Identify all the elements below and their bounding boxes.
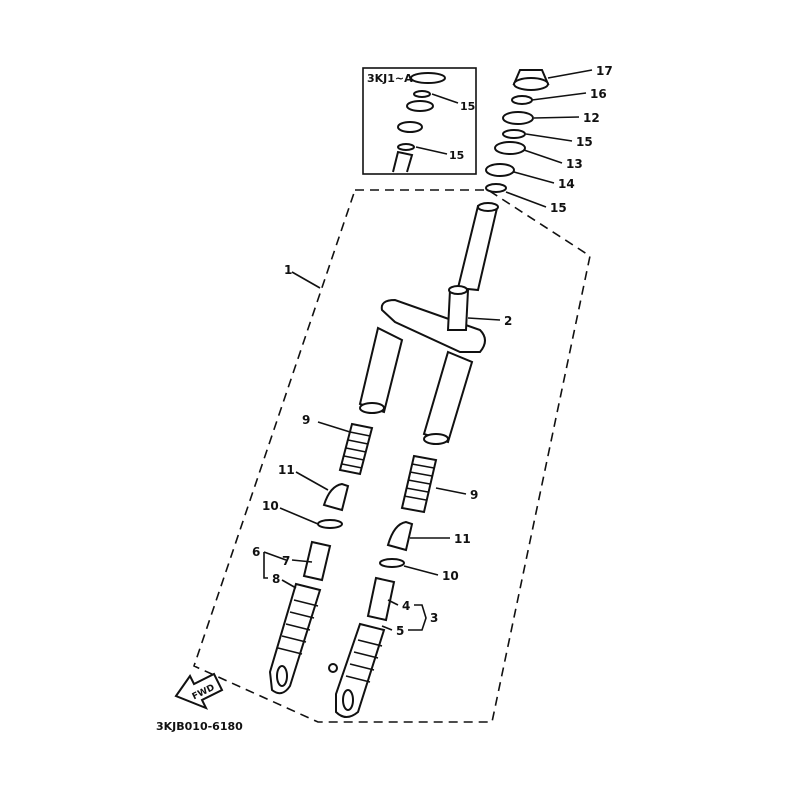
callout-10-right: 10 <box>442 569 459 583</box>
outer-tube-right <box>328 576 396 718</box>
drawing-code: 3KJB010-6180 <box>156 720 243 733</box>
inset-ball-race-lower <box>397 143 415 151</box>
damper-cap-right <box>386 520 414 552</box>
race-lower <box>485 163 515 177</box>
inset-race-lower <box>397 121 423 133</box>
inset-stem-top <box>392 150 414 173</box>
fork-spring-upper <box>338 422 374 476</box>
o-ring-left <box>317 519 343 529</box>
callout-10-left: 10 <box>262 499 279 513</box>
callout-11-left: 11 <box>278 463 295 477</box>
ball-race-lower <box>485 183 507 193</box>
callout-3: 3 <box>430 611 438 625</box>
callout-12: 12 <box>583 111 600 125</box>
callout-4: 4 <box>402 599 410 613</box>
fork-spring-lower <box>400 454 438 514</box>
callout-1: 1 <box>284 263 292 277</box>
callout-13: 13 <box>566 157 583 171</box>
inset-box: 3KJ1~A 15 15 <box>362 67 477 175</box>
outer-tube-left <box>268 540 332 695</box>
bracket-plate <box>380 298 486 353</box>
under-bracket <box>358 202 499 445</box>
damper-cap-left <box>322 482 350 512</box>
inset-bearing-cover <box>410 72 446 84</box>
callout-16: 16 <box>590 87 607 101</box>
stem-collar <box>446 289 470 331</box>
o-ring-right <box>379 558 405 568</box>
inset-model-label: 3KJ1~A <box>367 72 413 85</box>
fork-tube-left <box>358 326 404 414</box>
callout-6: 6 <box>252 545 260 559</box>
leader-lines <box>263 69 593 631</box>
bearing-stack <box>485 69 550 193</box>
ball-race-cover <box>502 111 534 125</box>
fwd-direction-badge: FWD <box>174 672 224 710</box>
callout-7: 7 <box>282 554 290 568</box>
assembly-boundary <box>193 189 591 723</box>
callout-17: 17 <box>596 64 613 78</box>
callout-9-lower: 9 <box>470 488 478 502</box>
ball-race-upper <box>502 129 526 139</box>
callout-11-right: 11 <box>454 532 471 546</box>
inset-callout-15-upper: 15 <box>460 100 475 113</box>
inset-race-upper <box>406 100 434 112</box>
inset-ball-race <box>413 90 431 98</box>
callout-2: 2 <box>504 314 512 328</box>
callout-labels: 17 16 12 15 13 14 15 1 2 9 9 11 11 10 10… <box>252 64 613 638</box>
lock-washer <box>511 95 533 105</box>
fwd-arrow-icon <box>174 672 224 710</box>
callout-5: 5 <box>396 624 404 638</box>
callout-9-upper: 9 <box>302 413 310 427</box>
steering-stem-shaft <box>456 204 499 292</box>
race-upper <box>494 141 526 155</box>
inset-frame <box>362 67 477 175</box>
fork-tube-right <box>422 350 474 444</box>
callout-8: 8 <box>272 572 280 586</box>
callout-14: 14 <box>558 177 575 191</box>
inset-callout-15-lower: 15 <box>449 149 464 162</box>
callout-15-upper: 15 <box>576 135 593 149</box>
callout-15-lower: 15 <box>550 201 567 215</box>
